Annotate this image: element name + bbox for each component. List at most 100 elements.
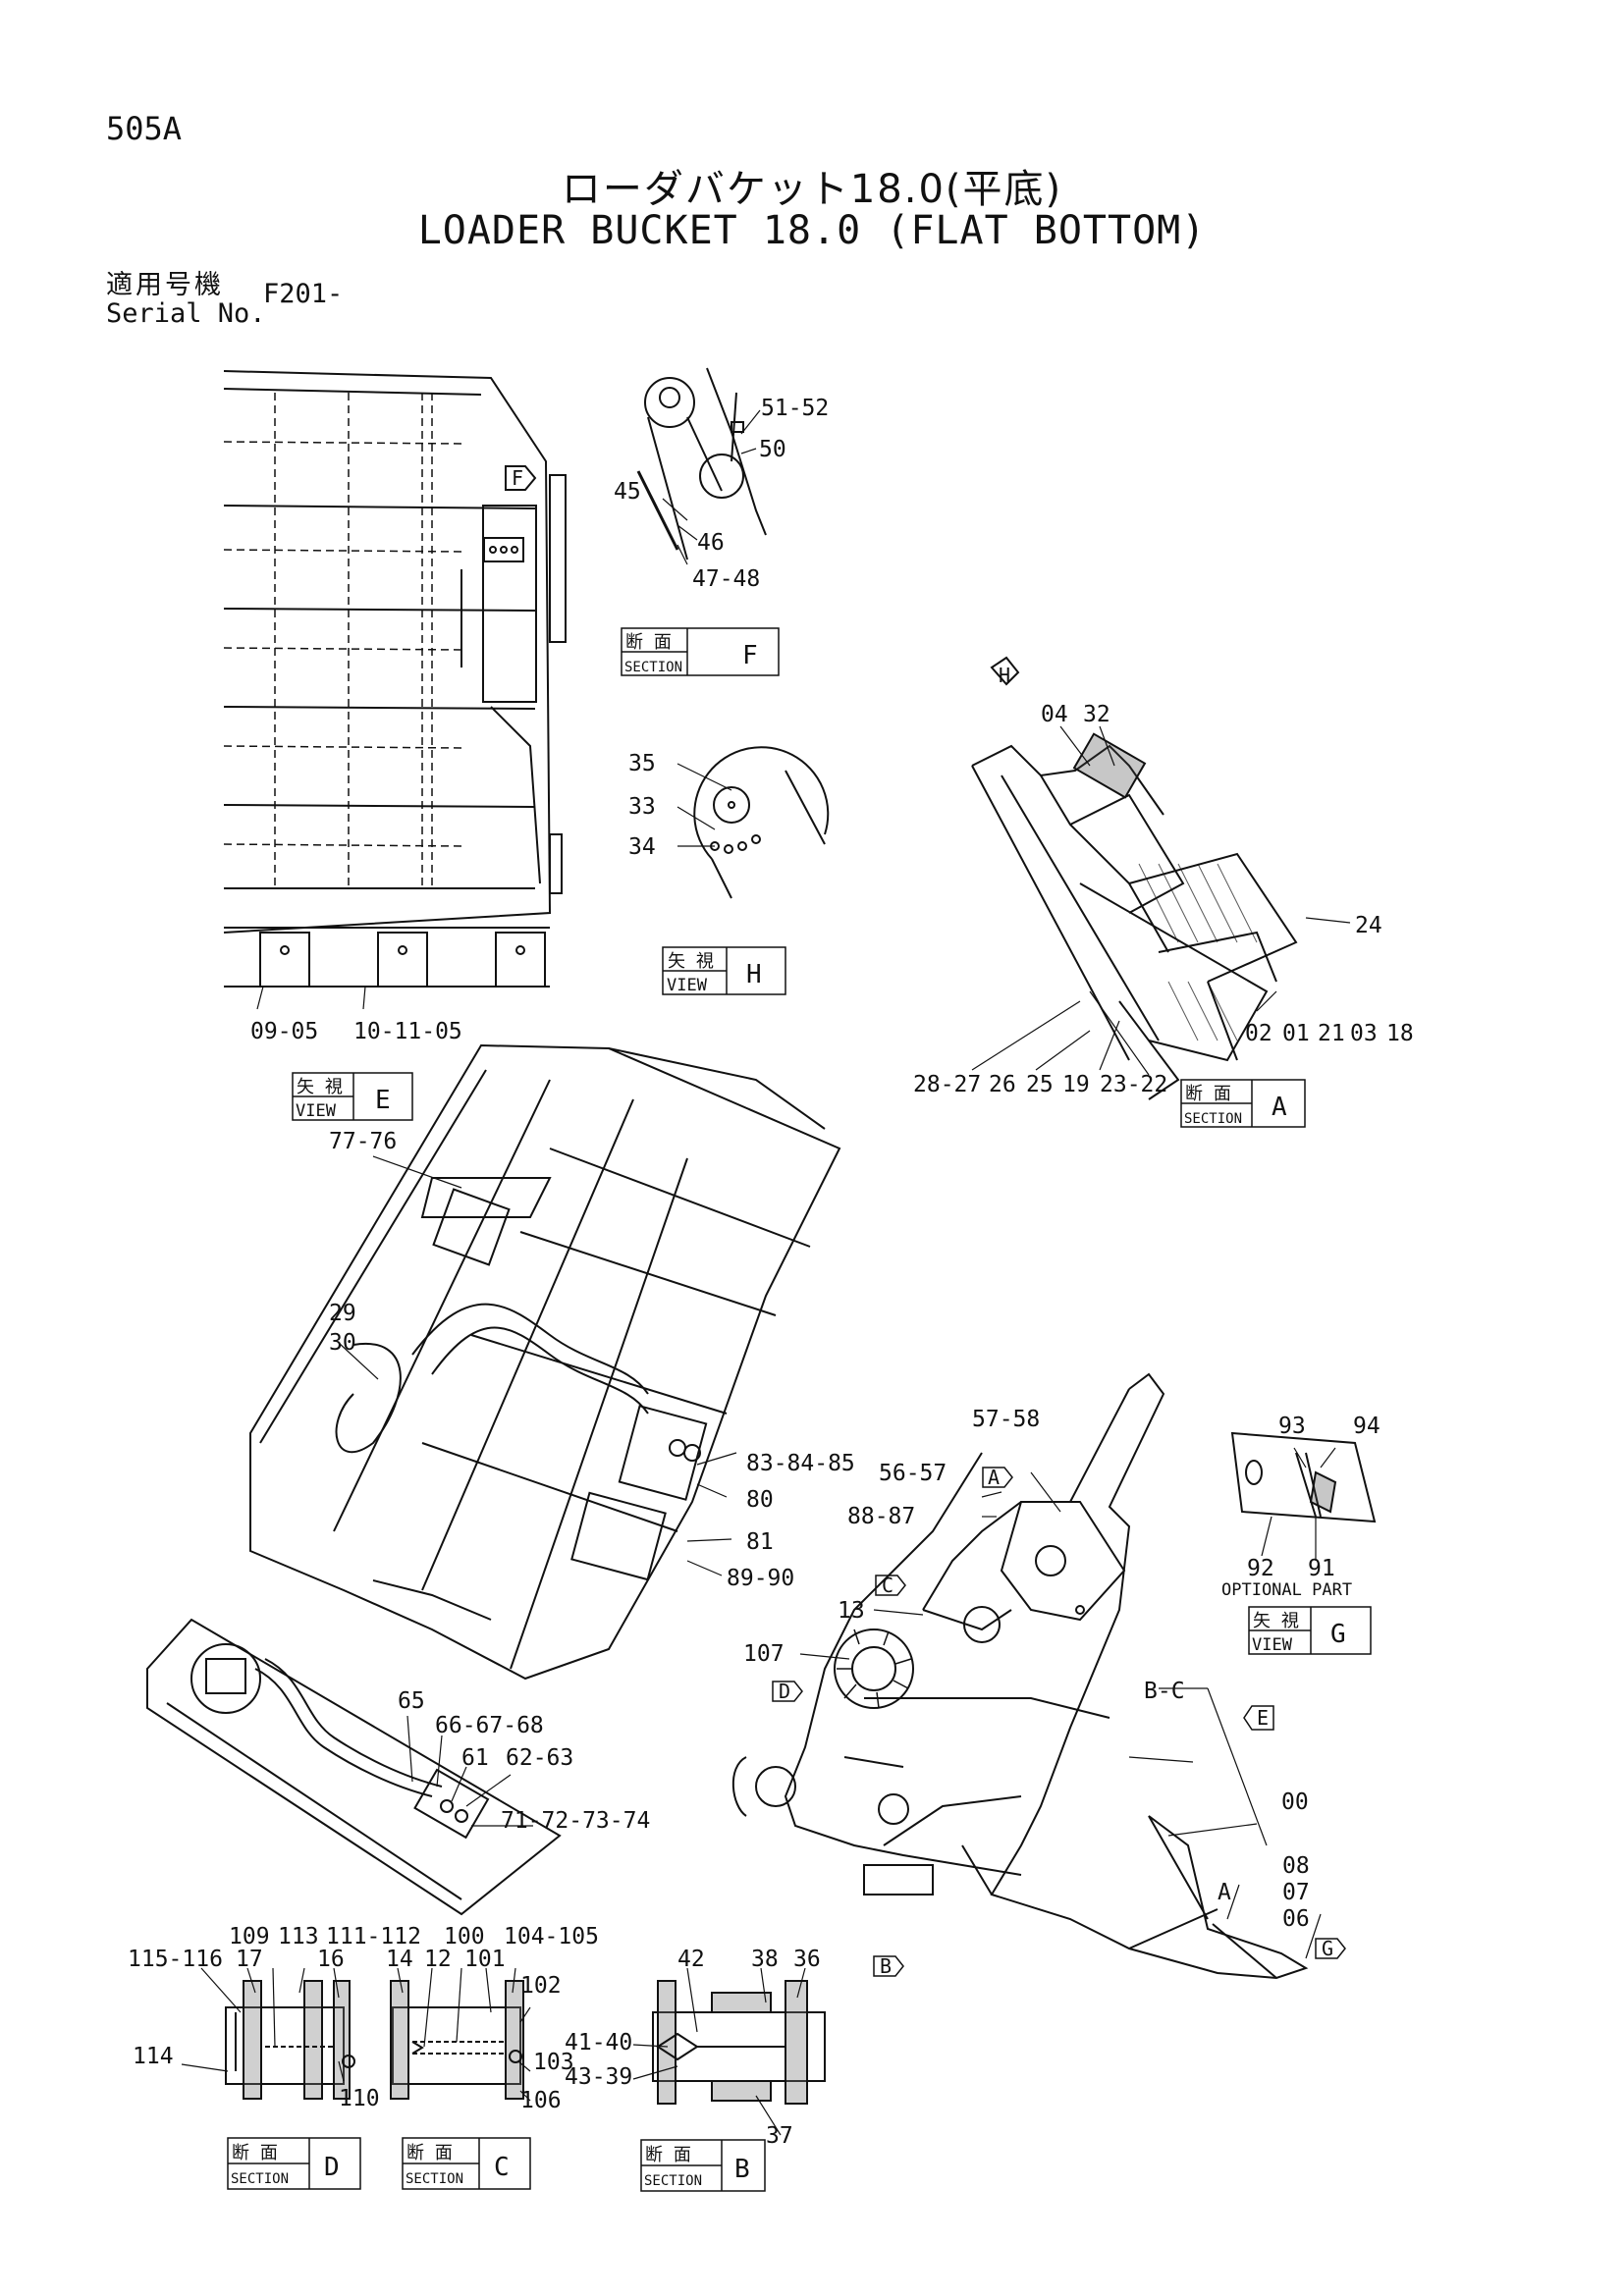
callout-28-27: 28-27: [913, 1072, 981, 1097]
callout-107: 107: [743, 1641, 785, 1667]
section-c-letter: C: [494, 2153, 510, 2182]
section-c-jp: 断 面: [406, 2143, 453, 2163]
callout-17: 17: [236, 1947, 263, 1972]
callout-106: 106: [520, 2088, 562, 2113]
section-d-jp: 断 面: [232, 2143, 278, 2163]
section-d-letter: D: [324, 2153, 340, 2182]
callout-08: 08: [1282, 1853, 1310, 1879]
callout-13: 13: [838, 1598, 865, 1624]
section-f-letter: F: [742, 641, 758, 670]
callout-25: 25: [1026, 1072, 1054, 1097]
callout-71-72-73-74: 71-72-73-74: [501, 1808, 650, 1834]
view-h-letter: H: [746, 960, 762, 989]
callout-46: 46: [697, 530, 725, 556]
callout-57-58: 57-58: [972, 1407, 1040, 1432]
marker-a: A: [988, 1466, 1000, 1489]
callout-66-67-68: 66-67-68: [435, 1713, 544, 1738]
callout-32: 32: [1083, 702, 1110, 727]
callout-102: 102: [520, 1973, 562, 1999]
marker-e: E: [1257, 1706, 1269, 1730]
marker-f: F: [512, 466, 523, 490]
callout-61: 61: [461, 1745, 489, 1771]
callout-16: 16: [317, 1947, 345, 1972]
callout-14: 14: [386, 1947, 413, 1972]
marker-h: H: [999, 664, 1010, 687]
callout-113: 113: [278, 1924, 319, 1949]
section-a-en: SECTION: [1184, 1111, 1242, 1127]
callout-24: 24: [1355, 913, 1382, 938]
section-d-en: SECTION: [231, 2171, 289, 2187]
callout-114: 114: [133, 2044, 174, 2069]
marker-d: D: [779, 1680, 790, 1703]
callout-02: 02: [1245, 1021, 1272, 1046]
section-c-en: SECTION: [406, 2171, 463, 2187]
serial-value: F201-: [263, 279, 344, 309]
callout-47-48: 47-48: [692, 566, 760, 592]
callout-35: 35: [628, 751, 656, 776]
view-e-jp: 矢 視: [297, 1077, 343, 1097]
callout-103: 103: [533, 2050, 574, 2075]
section-b-jp: 断 面: [645, 2145, 691, 2165]
section-c-drawing: [390, 1980, 524, 2100]
title-english: LOADER BUCKET 18.0 (FLAT BOTTOM): [417, 208, 1207, 253]
serial-label-japanese: 適用号機: [106, 270, 224, 300]
callout-06: 06: [1282, 1906, 1310, 1932]
callout-26: 26: [989, 1072, 1016, 1097]
callout-111-112: 111-112: [326, 1924, 421, 1949]
section-d-drawing: [225, 1980, 355, 2100]
view-h-jp: 矢 視: [668, 951, 714, 972]
callout-23-22: 23-22: [1100, 1072, 1167, 1097]
section-a-letter: A: [1272, 1093, 1287, 1122]
marker-c: C: [882, 1574, 893, 1597]
callout-04: 04: [1041, 702, 1068, 727]
callout-b-c: B-C: [1144, 1679, 1185, 1704]
callout-03: 03: [1350, 1021, 1378, 1046]
section-a-jp: 断 面: [1185, 1084, 1231, 1104]
callout-101: 101: [464, 1947, 506, 1972]
callout-45: 45: [614, 479, 641, 505]
section-f-drawing: [636, 367, 767, 561]
callout-34: 34: [628, 834, 656, 860]
callout-19: 19: [1062, 1072, 1090, 1097]
callout-92: 92: [1247, 1556, 1274, 1581]
callout-51-52: 51-52: [761, 396, 829, 421]
callout-89-90: 89-90: [727, 1566, 794, 1591]
callout-09-05: 09-05: [250, 1019, 318, 1044]
callout-88-87: 88-87: [847, 1504, 915, 1529]
callout-42: 42: [677, 1947, 705, 1972]
callout-50: 50: [759, 437, 786, 462]
callout-38: 38: [751, 1947, 779, 1972]
callout-33: 33: [628, 794, 656, 820]
marker-g: G: [1322, 1937, 1333, 1960]
callout-93: 93: [1278, 1414, 1306, 1439]
view-e-drawing: [223, 370, 567, 988]
callout-56-57: 56-57: [879, 1461, 947, 1486]
title-japanese: ローダバケット18.0(平底): [561, 167, 1063, 212]
callout-21: 21: [1318, 1021, 1345, 1046]
page-code: 505A: [106, 110, 183, 147]
callout-62-63: 62-63: [506, 1745, 573, 1771]
optional-part-label: OPTIONAL PART: [1221, 1580, 1352, 1600]
callout-83-84-85: 83-84-85: [746, 1451, 855, 1476]
title-boxes: [227, 627, 1372, 2192]
section-b-drawing: [652, 1980, 826, 2105]
view-g-en: VIEW: [1252, 1635, 1293, 1655]
callout-36: 36: [793, 1947, 821, 1972]
callout-43-39: 43-39: [565, 2064, 632, 2090]
callout-115-116: 115-116: [128, 1947, 223, 1972]
callout-18: 18: [1386, 1021, 1414, 1046]
callout-07: 07: [1282, 1880, 1310, 1905]
callout-77-76: 77-76: [329, 1129, 397, 1154]
view-g-letter: G: [1330, 1620, 1346, 1649]
view-h-drawing: [693, 746, 830, 899]
callout-00: 00: [1281, 1789, 1309, 1815]
callout-110: 110: [339, 2086, 380, 2111]
callout-01: 01: [1282, 1021, 1310, 1046]
callout-104-105: 104-105: [504, 1924, 599, 1949]
callout-80: 80: [746, 1487, 774, 1513]
callout-94: 94: [1353, 1414, 1380, 1439]
callout-a: A: [1218, 1880, 1231, 1905]
section-f-en: SECTION: [624, 660, 682, 675]
callout-labels: 51-52 50 45 46 47-48 35 33 34 04 32 24 0…: [128, 396, 1414, 2149]
